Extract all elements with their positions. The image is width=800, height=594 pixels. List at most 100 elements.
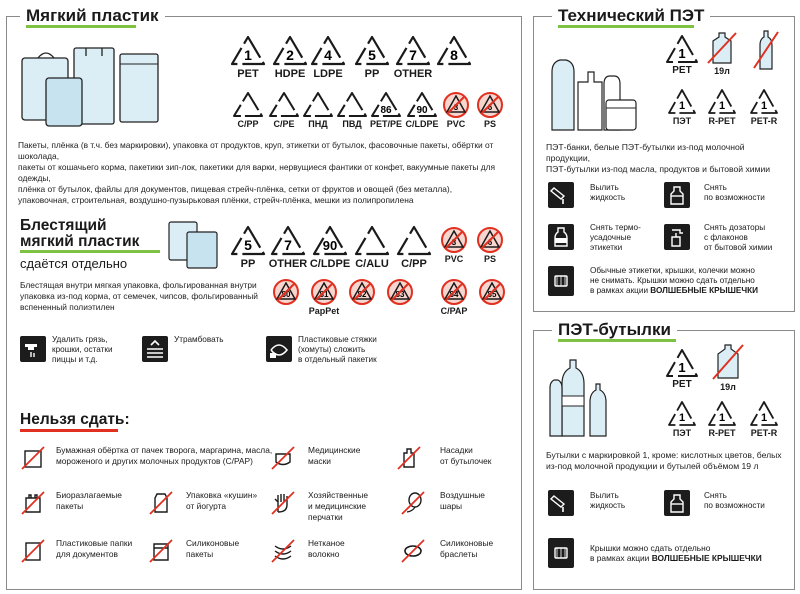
recycle-code-calu: C/ALU	[352, 224, 392, 270]
not-accepted-line: Пластиковые папки	[56, 538, 133, 548]
shrink-sleeve-icon	[548, 224, 574, 250]
pet-code-pet: 1 ПЭТ	[664, 88, 700, 126]
not-accepted-title: Нельзя сдать:	[20, 411, 130, 428]
recycle-code-label: PET	[672, 65, 692, 76]
recycle-code-8: 8	[434, 34, 474, 68]
caps-line: в рамках акции ВОЛШЕБНЫЕ КРЫШЕЧКИ	[590, 286, 758, 296]
svg-text:90: 90	[416, 105, 428, 116]
not-accepted-line: пакеты	[186, 549, 214, 559]
svg-text:1: 1	[678, 46, 685, 61]
svg-text:82: 82	[358, 290, 367, 299]
pet-code-rpet: 1 R-PET	[704, 88, 740, 126]
caps-line: Крышки можно сдать отдельно	[590, 543, 711, 553]
not-accepted-paper-wrapper: Бумажная обёртка от пачек творога, марга…	[56, 445, 272, 467]
pet-code-1: 1 PET	[664, 348, 700, 390]
paper-wrapper-icon	[21, 446, 45, 470]
recycle-code-cpp: C/PP	[394, 224, 434, 270]
magic-caps-campaign: ВОЛШЕБНЫЕ КРЫШЕЧКИ	[650, 286, 758, 295]
not-accepted-line: от йогурта	[186, 501, 226, 511]
instruction-line: Вылить	[590, 491, 619, 500]
shiny-plastic-title: Блестящий мягкий пластик	[20, 218, 139, 250]
not-accepted-line: шары	[440, 501, 463, 511]
recycle-code-label: PS	[483, 119, 496, 129]
instruction-line: по возможности	[704, 501, 765, 510]
instruction-line: Снять дозаторы	[704, 223, 766, 232]
caps-line: не снимать. Крышки можно сдать отдельно	[590, 276, 755, 285]
not-accepted-line: Силиконовые	[440, 538, 494, 548]
bio-bag-icon	[21, 491, 45, 515]
recycle-code-label: OTHER	[393, 68, 433, 80]
recycle-code-label: C/LDPE	[309, 258, 351, 270]
svg-text:3: 3	[452, 238, 457, 247]
pet-code-petr: 1 PET-R	[746, 88, 782, 126]
recycle-code-label: ПЭТ	[672, 428, 692, 438]
desc-line: Пакеты, плёнка (в т.ч. без маркировки), …	[18, 140, 494, 161]
recycle-code-2: 2 HDPE	[270, 34, 310, 80]
instruction-line: от бытовой химии	[704, 243, 773, 252]
svg-text:1: 1	[719, 412, 725, 424]
svg-text:81: 81	[320, 290, 329, 299]
not-accepted-document-folder: Пластиковые папки для документов	[56, 538, 132, 560]
glove-icon	[271, 491, 295, 515]
recycle-code-label: C/ALU	[355, 258, 389, 270]
tech-pour-label: Вылить жидкость	[590, 183, 625, 203]
recycle-code-label: PP	[240, 258, 256, 270]
tech-pet-title-underline	[558, 25, 694, 28]
svg-text:5: 5	[244, 237, 252, 253]
bottle-cap-icon	[548, 538, 574, 568]
caps-line-text: в рамках акции	[590, 553, 652, 563]
recycle-code-label: PET-R	[750, 428, 778, 438]
svg-text:86: 86	[380, 105, 392, 116]
not-accepted-line: Медицинские	[308, 445, 361, 455]
peel-label-icon	[664, 490, 690, 516]
instruction-line: Вылить	[590, 183, 619, 192]
instruction-line: (хомуты) сложить	[298, 345, 366, 354]
tech-pet-title: Технический ПЭТ	[552, 6, 711, 26]
plastic-bags-illustration	[21, 47, 159, 127]
recycle-code-label: OTHER	[268, 258, 308, 270]
shiny-plastic-description: Блестящая внутри мягкая упаковка, фольги…	[20, 280, 260, 313]
not-accepted-squeeze-pouch: Упаковка «кушин» от йогурта	[186, 490, 257, 512]
not-accepted-line: Биоразлагаемые	[56, 490, 122, 500]
soft-plastic-title: Мягкий пластик	[20, 6, 165, 26]
recycle-code-label: C/PE	[273, 119, 295, 129]
pet-bottles-illustration	[549, 359, 607, 437]
recycle-code-label: PS	[483, 254, 496, 264]
not-accepted-line: Бумажная обёртка от пачек творога, марга…	[56, 445, 273, 455]
cable-tie-icon	[266, 336, 292, 362]
recycle-code-5: 5 PP	[352, 34, 392, 80]
instruction-line: жидкость	[590, 193, 626, 202]
recycle-code-80-crossed: 80	[268, 278, 304, 306]
pet-code-1: 1 PET	[664, 34, 700, 76]
recycle-code-label: PVC	[444, 254, 464, 264]
desc-line: Бутылки с маркировкой 1, кроме: кислотны…	[546, 450, 782, 460]
svg-text:1: 1	[761, 412, 767, 424]
recycle-code-86: 86 PET/PE	[368, 91, 404, 129]
squeeze-pouch-icon	[149, 491, 173, 515]
tech-shrink-label: Снять термо- усадочные этикетки	[590, 223, 641, 253]
not-accepted-line: Упаковка «кушин»	[186, 490, 258, 500]
instruction-line: этикетки	[590, 243, 623, 252]
not-accepted-title-underline	[20, 429, 118, 432]
instruction-line: пиццы и т.д.	[52, 355, 98, 364]
instruction-clean-label: Удалить грязь, крошки, остатки пиццы и т…	[52, 335, 113, 365]
recycle-code-label: PET-R	[750, 116, 778, 126]
soft-plastic-panel	[6, 16, 522, 408]
instruction-line: Пластиковые стяжки	[298, 335, 377, 344]
recycle-code-pnd: ПНД	[300, 91, 336, 129]
recycle-code-4: 4 LDPE	[308, 34, 348, 80]
pet-code-rpet: 1 R-PET	[704, 400, 740, 438]
recycle-code-6-crossed: 6 PS	[472, 226, 508, 264]
not-accepted-line: Воздушные	[440, 490, 485, 500]
recycle-code-cpe: C/PE	[266, 91, 302, 129]
bracelet-icon	[401, 539, 425, 563]
recycle-code-label: C/PAP	[440, 306, 468, 316]
recycle-code-label: C/PP	[401, 258, 427, 270]
desc-line: вспененный полиэтилен	[20, 302, 115, 312]
medical-mask-icon	[271, 446, 295, 470]
desc-line: Блестящая внутри мягкая упаковка, фольги…	[20, 280, 257, 290]
instruction-line: в отдельный пакетик	[298, 355, 377, 364]
not-accepted-panel	[6, 408, 522, 590]
recycle-code-84-crossed: 84 C/PAP	[436, 278, 472, 316]
tech-peel-label: Снять по возможности	[704, 183, 765, 203]
